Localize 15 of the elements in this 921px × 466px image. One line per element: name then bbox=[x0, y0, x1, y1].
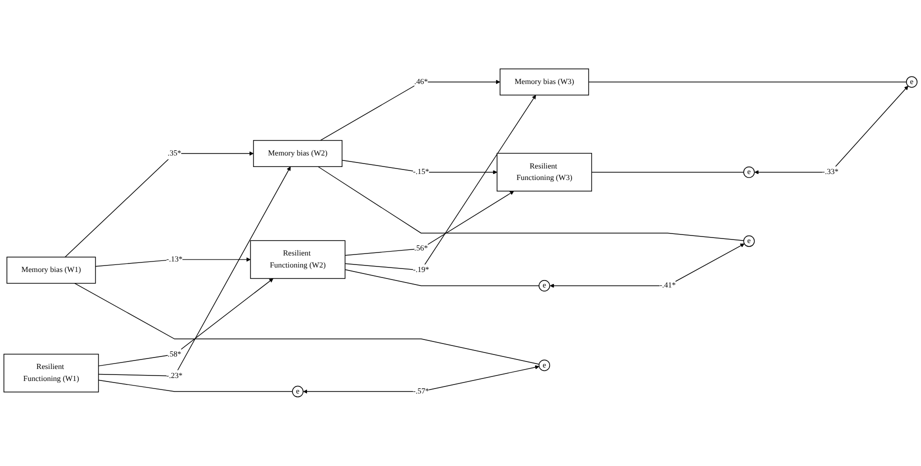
connector bbox=[74, 282, 540, 364]
arrow bbox=[64, 151, 254, 258]
arrow bbox=[98, 278, 274, 366]
arrow bbox=[342, 160, 498, 174]
arrow bbox=[344, 190, 514, 256]
arrow bbox=[320, 80, 500, 141]
connector bbox=[98, 380, 293, 392]
arrow bbox=[754, 86, 908, 174]
arrow bbox=[550, 243, 745, 288]
arrow bbox=[344, 94, 536, 270]
arrow bbox=[95, 257, 251, 267]
connector bbox=[318, 166, 744, 241]
arrow bbox=[98, 166, 291, 376]
arrow bbox=[303, 365, 540, 394]
connector bbox=[344, 269, 540, 286]
